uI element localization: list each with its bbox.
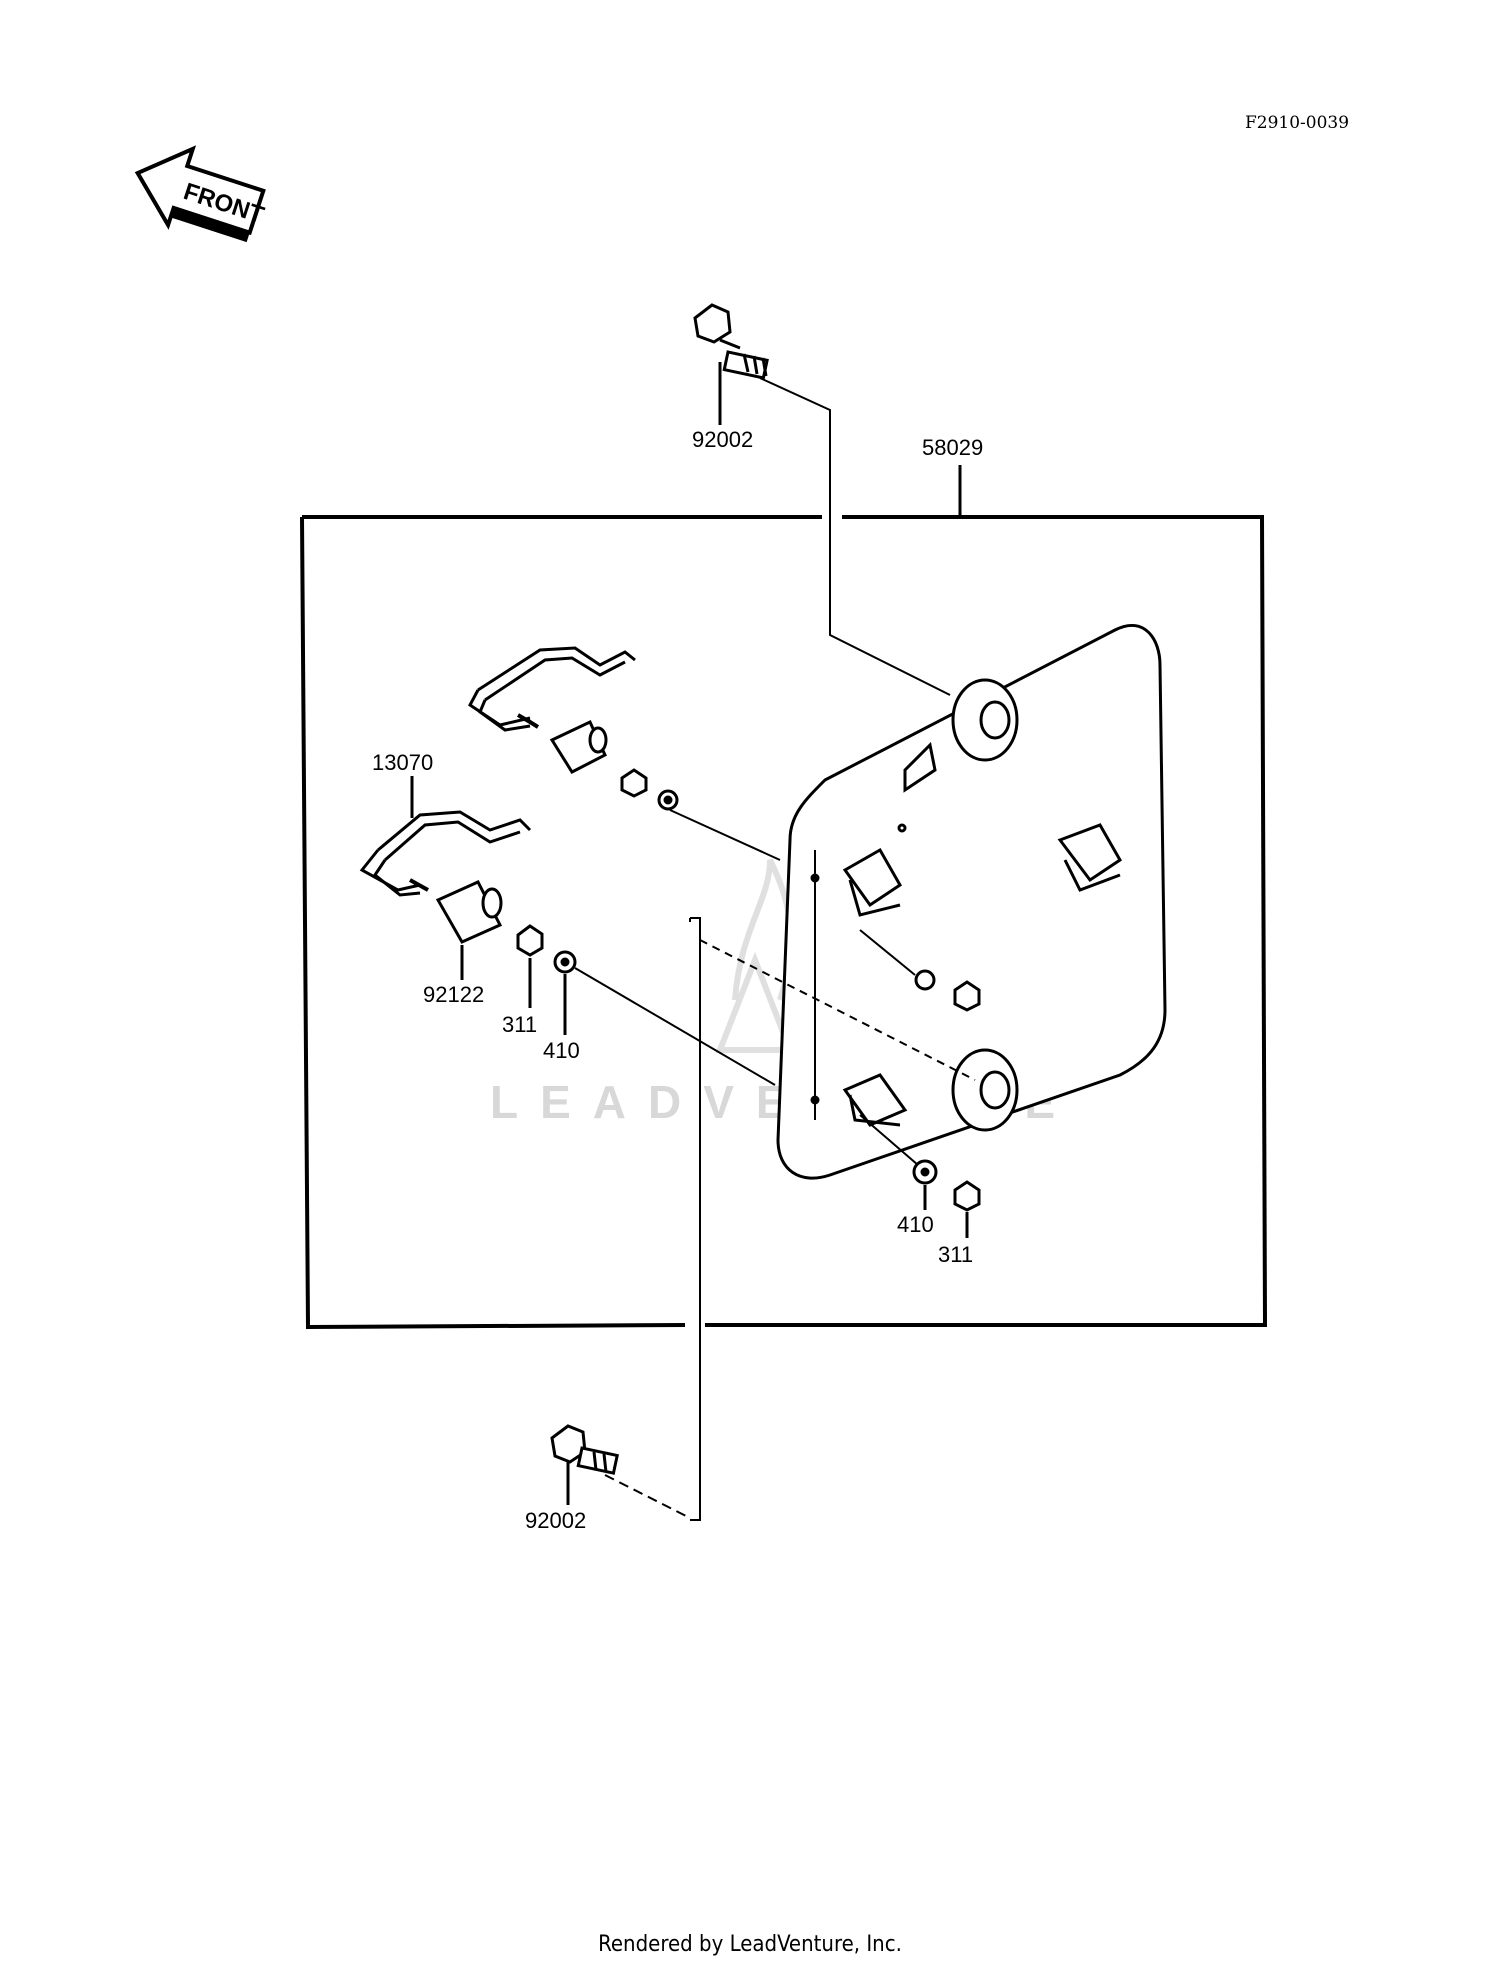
callout-92002-bottom: 92002 <box>525 1508 586 1533</box>
bolt-top <box>693 303 769 380</box>
collar-lower <box>435 880 503 944</box>
rod-lower <box>359 810 532 897</box>
callout-410-right: 410 <box>897 1212 934 1237</box>
washer-right <box>912 1159 938 1185</box>
washer-nut-mid <box>914 969 981 1012</box>
assembly-frame <box>300 515 1268 1330</box>
callout-92122: 92122 <box>423 982 484 1007</box>
nut-right <box>953 1180 981 1212</box>
nut-left <box>516 924 544 957</box>
callout-92002-top: 92002 <box>692 427 753 452</box>
callout-311-left: 311 <box>502 1012 537 1037</box>
diagram-code: F2910-0039 <box>1245 113 1349 133</box>
washer-left <box>553 950 577 974</box>
rod-upper <box>468 646 636 732</box>
bolt-bottom <box>550 1424 619 1475</box>
footer-credit: Rendered by LeadVenture, Inc. <box>598 1932 902 1957</box>
bracket-plate <box>776 623 1167 1180</box>
callout-58029: 58029 <box>922 435 983 460</box>
front-arrow-icon: FRONT <box>134 145 268 243</box>
callout-311-right: 311 <box>938 1242 973 1267</box>
callout-13070: 13070 <box>372 750 433 775</box>
collar-upper <box>549 719 679 811</box>
callout-410-left: 410 <box>543 1038 580 1063</box>
